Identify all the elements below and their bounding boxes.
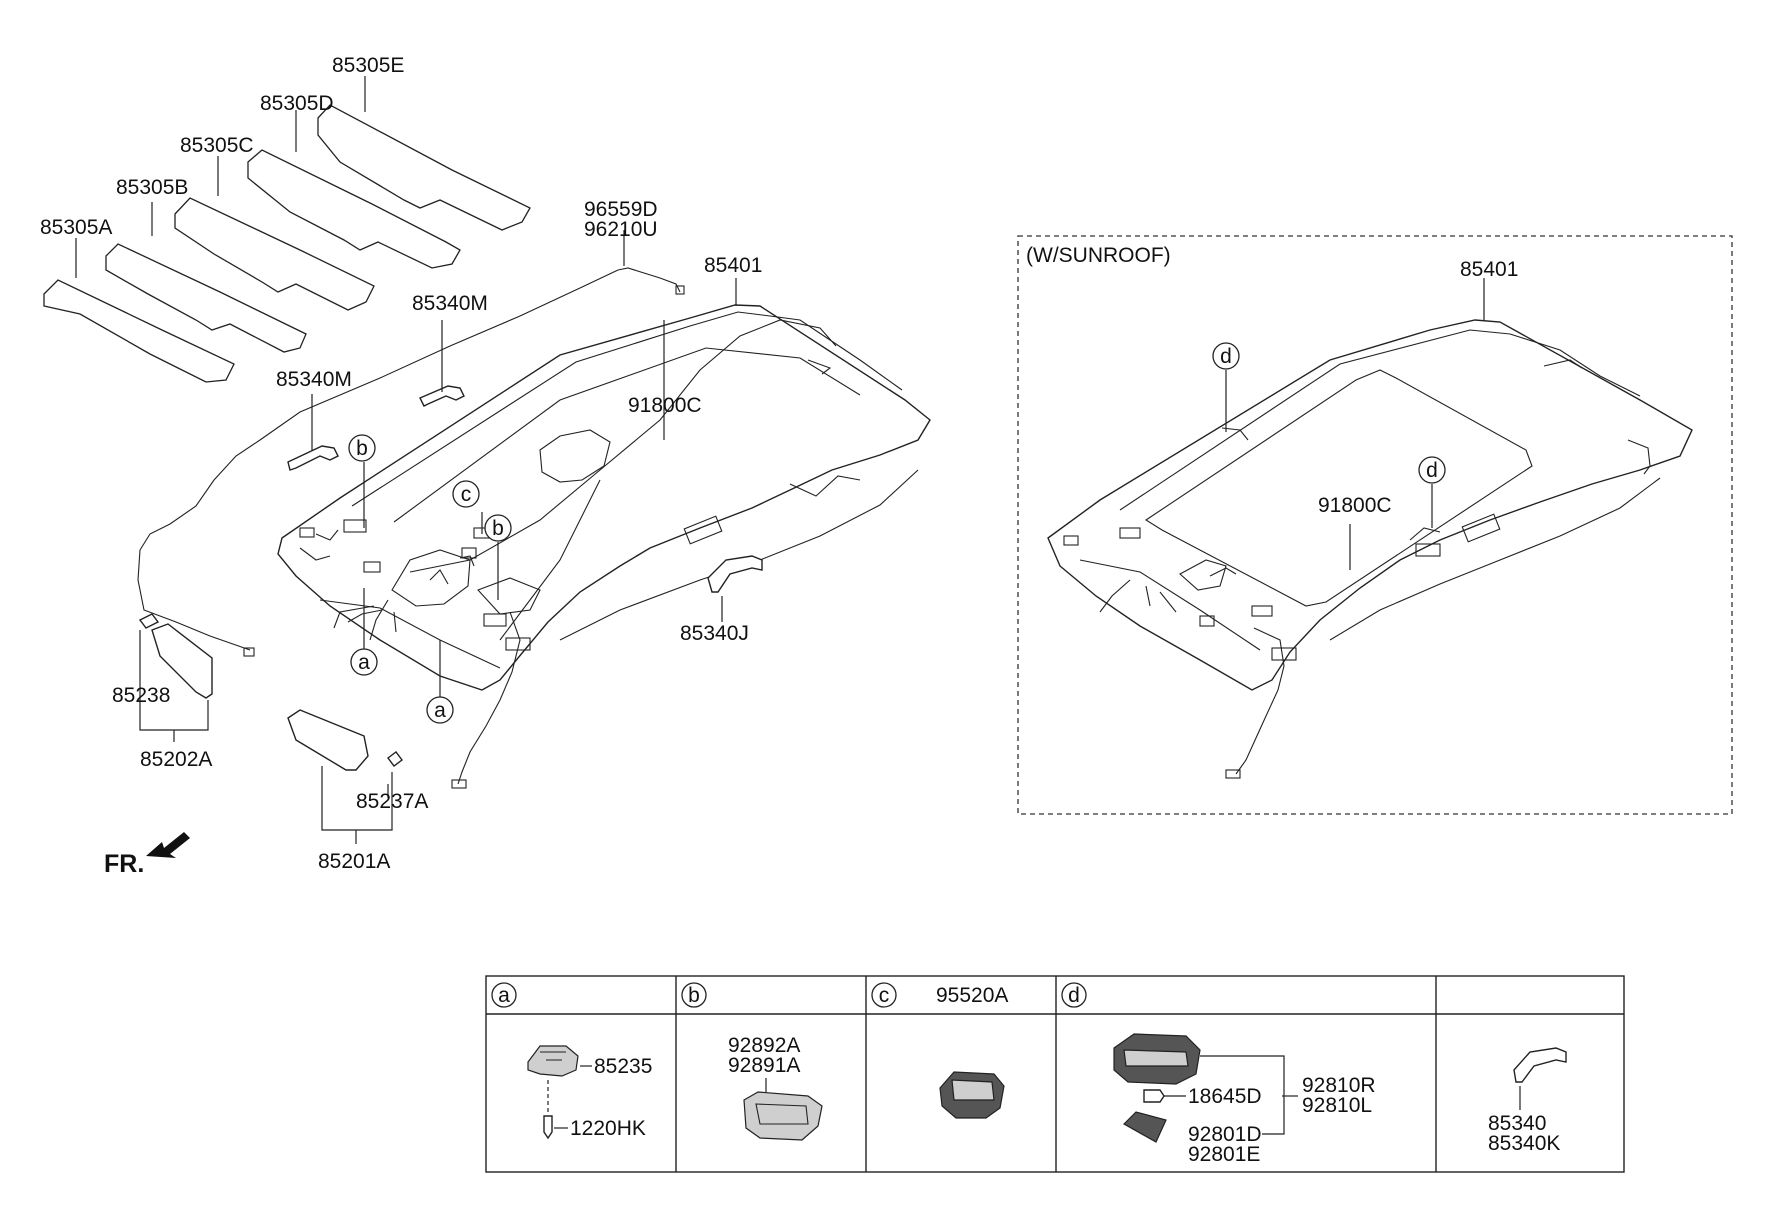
label-92801e: 92801E <box>1188 1143 1260 1166</box>
table-cell-d: 18645D 92810R 92810L 92801D 92801E <box>1113 1033 1376 1166</box>
svg-text:a: a <box>498 984 510 1007</box>
svg-text:c: c <box>461 483 472 506</box>
bracket-85235 <box>527 1045 579 1077</box>
table-cell-e: 85340 85340K <box>1488 1047 1567 1155</box>
pad-sheet-85305a <box>43 279 235 383</box>
label-96559d: 96559D <box>584 198 658 221</box>
antenna-cable <box>137 267 685 657</box>
assist-grip-85340m-lower <box>287 445 339 471</box>
sunroof-label-85401: 85401 <box>1460 258 1518 281</box>
callout-a-right: a <box>426 696 454 724</box>
callout-a-left: a <box>350 648 378 676</box>
sunroof-label-91800c: 91800C <box>1318 494 1392 517</box>
sun-visor-85201a <box>287 709 369 771</box>
label-91800c: 91800C <box>628 394 702 417</box>
front-indicator: FR. <box>104 832 190 878</box>
assist-grips <box>287 385 763 593</box>
sun-visor-85202a <box>151 623 213 699</box>
assist-grip-85340m-upper <box>419 385 465 407</box>
pad-sheet-85305d <box>247 149 461 269</box>
part-labels-main: 85305E 85305D 85305C 85305B 85305A 96559… <box>40 54 762 873</box>
svg-text:d: d <box>1426 459 1438 482</box>
label-92801d: 92801D <box>1188 1123 1262 1146</box>
table-cell-b: 92892A 92891A <box>728 1034 823 1141</box>
sunroof-opening <box>1144 369 1533 607</box>
svg-text:d: d <box>1068 984 1080 1007</box>
front-arrow-icon <box>146 832 190 858</box>
assist-grip-85340 <box>1513 1047 1567 1083</box>
visor-clip-85237a <box>387 751 403 767</box>
label-85305a: 85305A <box>40 216 112 239</box>
headliner-main <box>277 304 931 691</box>
table-header-c: c 95520A <box>871 982 1008 1008</box>
svg-text:a: a <box>434 699 446 722</box>
lamp-housing-92891a <box>743 1091 823 1141</box>
callout-b-lower: b <box>484 514 512 542</box>
sunroof-dashed-box <box>1017 235 1733 815</box>
table-header-b: b <box>681 982 707 1008</box>
sunroof-callout-d-upper: d <box>1212 342 1240 370</box>
assist-grip-85340j <box>707 555 763 593</box>
label-92810l: 92810L <box>1302 1094 1372 1117</box>
wiring-harness-91800c <box>333 319 837 789</box>
label-85202a: 85202A <box>140 748 212 771</box>
label-85340k: 85340K <box>1488 1132 1560 1155</box>
table-cell-c <box>939 1071 1005 1119</box>
svg-text:c: c <box>879 984 890 1007</box>
svg-text:b: b <box>356 437 368 460</box>
label-85340m-upper: 85340M <box>412 292 488 315</box>
svg-text:a: a <box>358 651 370 674</box>
sunroof-title: (W/SUNROOF) <box>1026 244 1171 267</box>
svg-text:b: b <box>688 984 700 1007</box>
label-85340: 85340 <box>1488 1112 1546 1135</box>
label-85235: 85235 <box>594 1055 652 1078</box>
callout-b-upper: b <box>348 434 376 462</box>
table-header-d: d <box>1061 982 1087 1008</box>
svg-text:d: d <box>1220 345 1232 368</box>
headliner-sunroof-outline <box>1047 319 1693 691</box>
label-85305c: 85305C <box>180 134 254 157</box>
label-85340j: 85340J <box>680 622 749 645</box>
label-85237a: 85237A <box>356 790 428 813</box>
table-header-c-part: 95520A <box>936 984 1008 1007</box>
label-18645d: 18645D <box>1188 1085 1262 1108</box>
sun-visors <box>138 613 403 771</box>
sunroof-variant: (W/SUNROOF) d d 85401 91800C <box>1017 235 1733 815</box>
sunroof-callout-d-lower: d <box>1418 456 1446 484</box>
label-92810r: 92810R <box>1302 1074 1376 1097</box>
pad-sheets <box>43 76 531 383</box>
pad-sheet-85305e <box>317 104 531 231</box>
label-85305e: 85305E <box>332 54 404 77</box>
label-85305b: 85305B <box>116 176 188 199</box>
detail-table: a b c 95520A d 85235 1220HK 92892 <box>485 975 1625 1173</box>
leader-lines <box>139 230 737 844</box>
label-85238: 85238 <box>112 684 170 707</box>
pad-sheet-85305c <box>174 197 375 311</box>
table-header-a: a <box>491 982 517 1008</box>
label-85401: 85401 <box>704 254 762 277</box>
screw-1220hk <box>543 1115 553 1140</box>
headliner-main-outline <box>277 304 931 691</box>
label-85305d: 85305D <box>260 92 334 115</box>
label-1220hk: 1220HK <box>570 1117 646 1140</box>
label-92892a: 92892A <box>728 1034 800 1057</box>
callout-c: c <box>452 480 480 508</box>
label-85201a: 85201A <box>318 850 390 873</box>
lens-92801d <box>1123 1111 1167 1143</box>
visor-clip-85238 <box>138 613 160 629</box>
table-cell-a: 85235 1220HK <box>527 1045 652 1140</box>
label-96210u: 96210U <box>584 218 658 241</box>
callouts-main: b c b a a <box>348 434 512 724</box>
label-85340m-lower: 85340M <box>276 368 352 391</box>
bulb-18645d <box>1143 1089 1165 1103</box>
svg-text:b: b <box>492 517 504 540</box>
pad-sheet-85305b <box>105 243 307 353</box>
label-92891a: 92891A <box>728 1054 800 1077</box>
front-label: FR. <box>104 850 144 878</box>
